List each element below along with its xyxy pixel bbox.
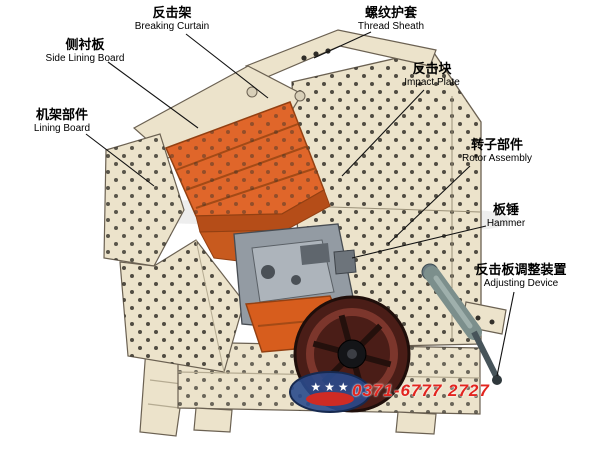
label-impact-plate: 反击块 Impact Plate bbox=[404, 61, 460, 88]
leader-thread-sheath bbox=[313, 31, 372, 59]
leader-lining-board bbox=[85, 133, 155, 187]
foot-right bbox=[395, 411, 437, 435]
leader-hammer bbox=[351, 225, 487, 259]
label-adjusting-device: 反击板调整装置 Adjusting Device bbox=[475, 262, 567, 289]
label-hammer-en: Hammer bbox=[486, 217, 526, 229]
label-thread-sheath-en: Thread Sheath bbox=[357, 20, 425, 32]
label-adjusting-device-zh: 反击板调整装置 bbox=[475, 262, 567, 277]
label-hammer-zh: 板锤 bbox=[492, 202, 519, 217]
leader-impact-plate bbox=[341, 89, 425, 177]
label-impact-plate-en: Impact Plate bbox=[404, 76, 460, 88]
label-hammer: 板锤 Hammer bbox=[486, 202, 526, 229]
lower-left-panel bbox=[119, 239, 245, 373]
label-lining-board: 机架部件 Lining Board bbox=[33, 107, 91, 134]
watermark-phone-number: 0371-6777 2727 bbox=[352, 381, 490, 400]
foot-left bbox=[193, 407, 233, 433]
leader-breaking-curtain bbox=[185, 33, 269, 99]
leader-lines bbox=[85, 31, 515, 377]
label-rotor-assembly: 转子部件 Rotor Assembly bbox=[461, 137, 533, 164]
logo-stars-icon: ★★★ bbox=[310, 380, 352, 394]
label-lining-board-zh: 机架部件 bbox=[35, 107, 88, 122]
breaking-curtain-plates bbox=[164, 101, 331, 269]
adjusting-cylinder bbox=[421, 263, 502, 385]
label-breaking-curtain-zh: 反击架 bbox=[152, 5, 192, 20]
leader-rotor-assembly bbox=[387, 165, 471, 245]
label-side-lining-board-en: Side Lining Board bbox=[45, 52, 125, 64]
label-side-lining-board: 侧衬板 Side Lining Board bbox=[45, 37, 125, 64]
pivot bbox=[246, 86, 258, 98]
label-thread-sheath-zh: 螺纹护套 bbox=[364, 5, 418, 20]
leader-side-lining-board bbox=[107, 61, 199, 129]
thread-sheath-bolt bbox=[301, 55, 307, 61]
label-impact-plate-zh: 反击块 bbox=[412, 61, 452, 76]
label-rotor-assembly-zh: 转子部件 bbox=[470, 137, 523, 152]
label-thread-sheath: 螺纹护套 Thread Sheath bbox=[357, 5, 425, 32]
side-lining-panel bbox=[103, 133, 185, 267]
pivot bbox=[294, 90, 306, 102]
thread-sheath-bolt bbox=[313, 51, 319, 57]
label-adjusting-device-en: Adjusting Device bbox=[483, 277, 559, 289]
label-breaking-curtain-en: Breaking Curtain bbox=[134, 20, 210, 32]
label-breaking-curtain: 反击架 Breaking Curtain bbox=[134, 5, 210, 32]
leader-adjusting-device bbox=[496, 291, 515, 377]
hammer-part bbox=[333, 249, 357, 275]
label-lining-board-en: Lining Board bbox=[33, 122, 91, 134]
brand-logo bbox=[289, 371, 371, 413]
label-side-lining-board-zh: 侧衬板 bbox=[65, 37, 105, 52]
label-rotor-assembly-en: Rotor Assembly bbox=[461, 152, 533, 164]
